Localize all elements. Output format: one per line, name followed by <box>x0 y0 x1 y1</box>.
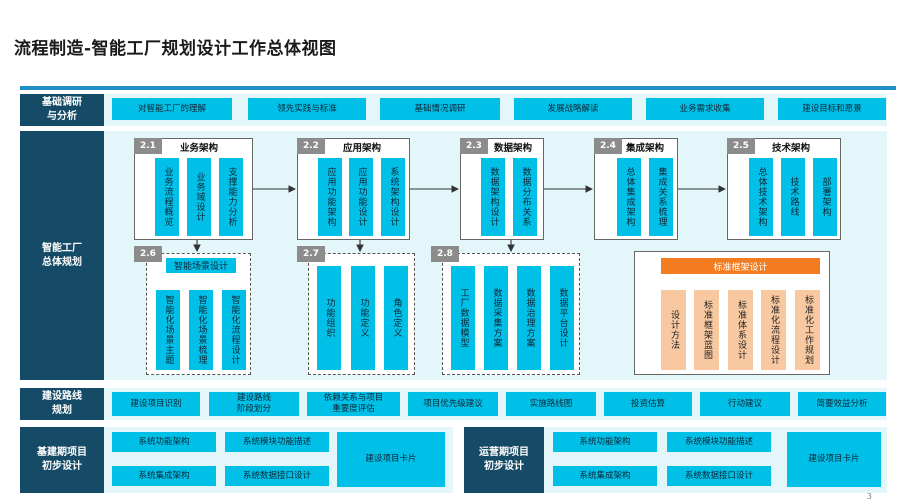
analysis-item: 领先实践与标准 <box>248 98 366 120</box>
section-title: 数据架构 <box>494 143 533 154</box>
section-item: 标准化工作规划 <box>795 290 820 370</box>
section-title: 标准框架设计 <box>661 258 820 274</box>
analysis-item: 业务需求收集 <box>646 98 764 120</box>
section-item: 数据采集方案 <box>484 266 508 370</box>
design-item: 系统功能架构 <box>553 432 657 452</box>
section-title: 应用架构 <box>343 143 382 154</box>
section-item: 集成关系梳理 <box>649 158 673 236</box>
section-title: 集成架构 <box>626 143 665 154</box>
section-item: 角色定义 <box>384 266 408 370</box>
design-item: 系统模块功能描述 <box>667 432 771 452</box>
section-item: 标准框架蓝图 <box>694 290 719 370</box>
construction-design-label: 基建期项目 初步设计 <box>20 427 104 493</box>
section-item: 数据治理方案 <box>517 266 541 370</box>
design-item: 系统集成架构 <box>553 466 657 486</box>
analysis-item: 发展战略解读 <box>514 98 632 120</box>
operation-design-label: 运营期项目 初步设计 <box>464 427 544 493</box>
section-item: 应用功能设计 <box>349 158 373 236</box>
section-item: 智能化场景主题 <box>156 290 180 370</box>
section-item: 总体技术架构 <box>749 158 773 236</box>
section-number: 2.6 <box>134 246 162 262</box>
section-item: 应用功能架构 <box>318 158 342 236</box>
section-item: 智能化场景梳理 <box>189 290 213 370</box>
section-number: 2.5 <box>727 138 755 154</box>
section-number: 2.2 <box>297 138 325 154</box>
section-title: 技术架构 <box>772 143 811 154</box>
section-item: 功能定义 <box>351 266 375 370</box>
section-item: 总体集成架构 <box>617 158 641 236</box>
section-item: 工厂数据模型 <box>451 266 475 370</box>
section-item: 智能化流程设计 <box>222 290 246 370</box>
section-title: 智能场景设计 <box>166 258 236 273</box>
section-number: 2.3 <box>460 138 488 154</box>
section-item: 支撑能力分析 <box>219 158 243 236</box>
section-item: 数据分布关系 <box>513 158 537 236</box>
roadmap-item: 建设路线 阶段划分 <box>209 392 299 416</box>
section-number: 2.7 <box>297 246 325 262</box>
section-number: 2.4 <box>594 138 622 154</box>
section-title: 业务架构 <box>180 143 219 154</box>
section-number: 2.8 <box>431 246 459 262</box>
analysis-row-label: 基础调研 与分析 <box>20 94 104 126</box>
section-item: 标准化流程设计 <box>761 290 786 370</box>
design-item: 系统集成架构 <box>112 466 216 486</box>
design-item: 系统功能架构 <box>112 432 216 452</box>
project-card: 建设项目卡片 <box>337 432 445 487</box>
roadmap-item: 简要效益分析 <box>798 392 886 416</box>
roadmap-item: 投资估算 <box>604 392 692 416</box>
roadmap-item: 项目优先级建议 <box>408 392 498 416</box>
section-item: 业务域设计 <box>187 158 211 236</box>
analysis-item: 对智能工厂的理解 <box>112 98 232 120</box>
roadmap-row-label: 建设路线 规划 <box>20 388 104 420</box>
roadmap-item: 依赖关系与项目 重要度评估 <box>307 392 400 416</box>
section-item: 系统架构设计 <box>381 158 405 236</box>
roadmap-item: 建设项目识别 <box>112 392 200 416</box>
roadmap-item: 实施路线图 <box>506 392 596 416</box>
section-number: 2.1 <box>134 138 162 154</box>
section-item: 数据平台设计 <box>550 266 574 370</box>
section-item: 部署架构 <box>813 158 837 236</box>
section-item: 标准体系设计 <box>728 290 753 370</box>
planning-row-label: 智能工厂 总体规划 <box>20 131 104 380</box>
design-item: 系统数据接口设计 <box>667 466 771 486</box>
roadmap-item: 行动建议 <box>700 392 790 416</box>
section-item: 技术路线 <box>781 158 805 236</box>
page-number: 3 <box>866 492 872 501</box>
design-item: 系统模块功能描述 <box>225 432 329 452</box>
section-item: 业务流程概览 <box>155 158 179 236</box>
project-card: 建设项目卡片 <box>787 432 881 487</box>
section-item: 设计方法 <box>661 290 686 370</box>
design-item: 系统数据接口设计 <box>225 466 329 486</box>
section-item: 数据架构设计 <box>481 158 505 236</box>
page-title: 流程制造-智能工厂规划设计工作总体视图 <box>14 39 337 59</box>
section-item: 功能组织 <box>317 266 341 370</box>
title-divider <box>20 86 896 90</box>
analysis-item: 建设目标和愿景 <box>778 98 886 120</box>
analysis-item: 基础情况调研 <box>380 98 500 120</box>
